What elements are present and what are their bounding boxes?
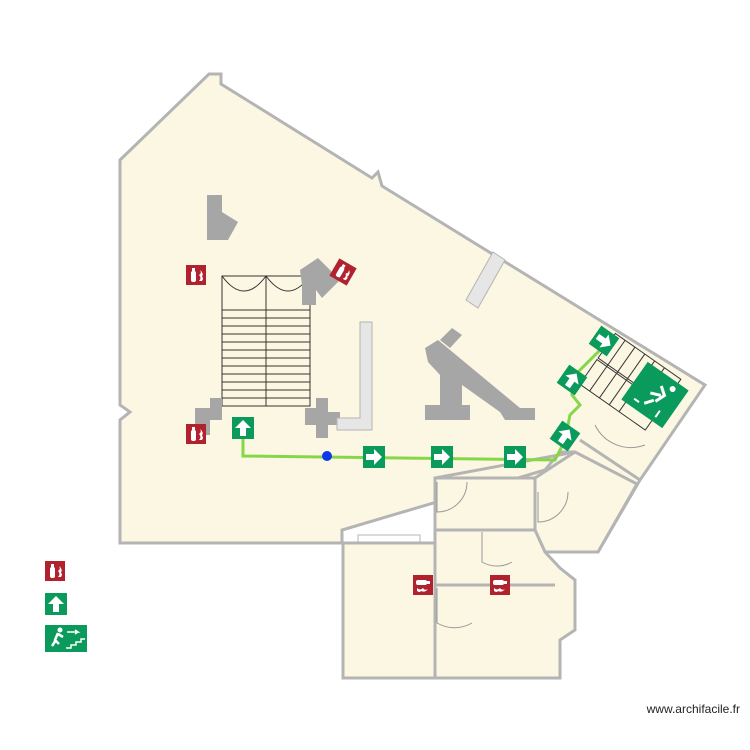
fire-extinguisher-icon <box>186 424 206 444</box>
exit-arrow-icon <box>232 417 254 439</box>
fire-extinguisher-icon <box>490 575 510 595</box>
watermark: www.archifacile.fr <box>646 702 740 716</box>
exit-arrow-icon <box>431 446 453 468</box>
emergency-exit-stairs-icon <box>621 361 689 429</box>
room-office-1 <box>433 476 537 532</box>
fire-extinguisher-icon <box>413 575 433 595</box>
legend-emergency-exit-stairs-icon <box>45 625 87 652</box>
central-staircase <box>221 275 311 407</box>
legend <box>45 561 87 652</box>
legend-exit-arrow-icon <box>45 593 67 615</box>
exit-arrow-icon <box>363 446 385 468</box>
fire-extinguisher-icon <box>186 265 206 285</box>
exit-arrow-icon <box>504 446 526 468</box>
you-are-here-marker <box>322 451 332 461</box>
legend-fire-extinguisher-icon <box>45 561 65 581</box>
room-south-east <box>433 528 577 680</box>
evacuation-path <box>241 341 607 462</box>
room-south-west <box>341 541 437 680</box>
